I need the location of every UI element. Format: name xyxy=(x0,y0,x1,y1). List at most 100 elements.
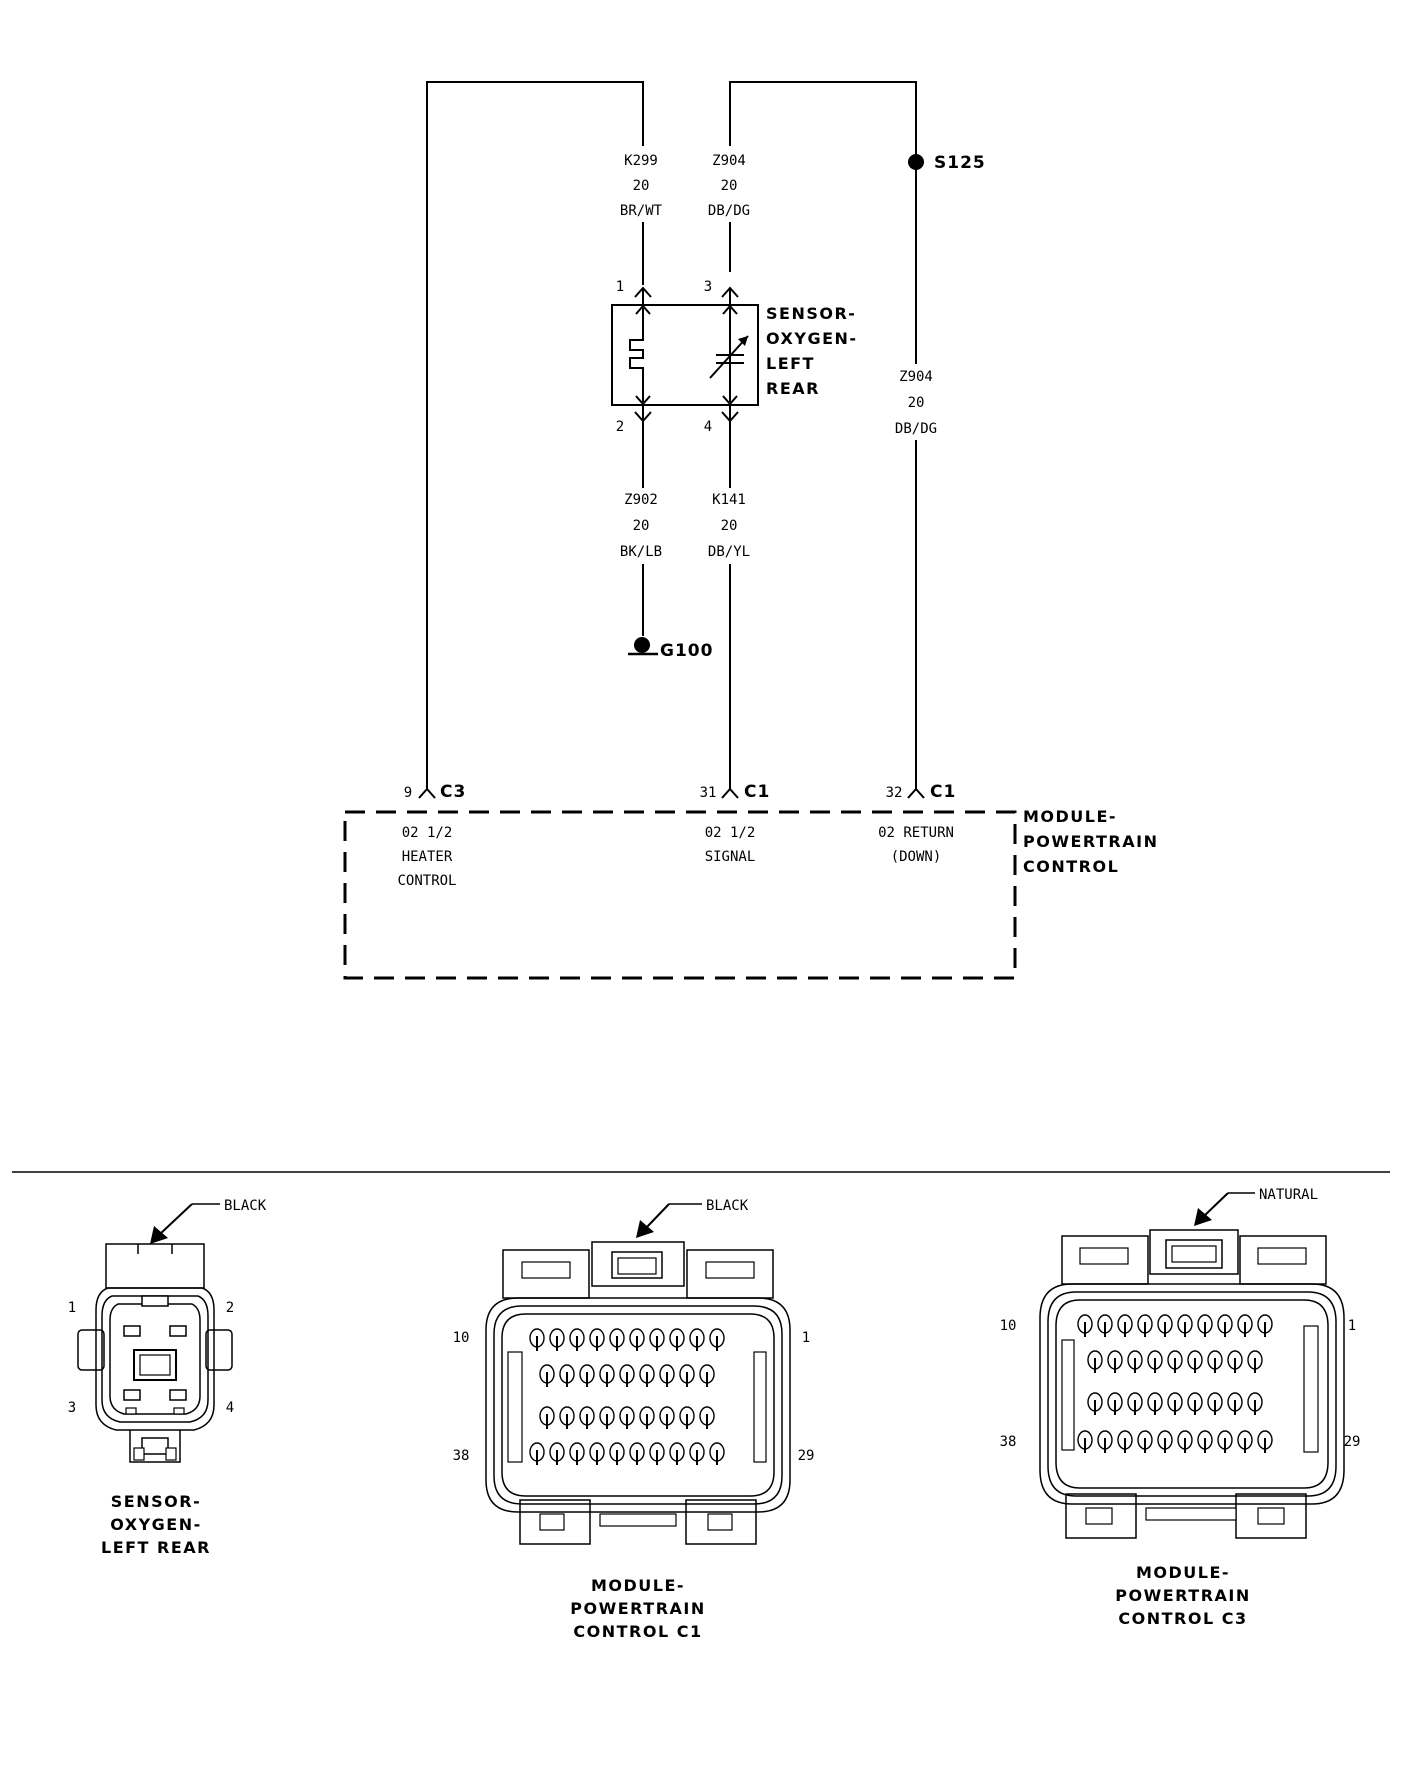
connector-view-pcm-c1: BLACK 10 1 38 29 MODULE- POWERTRAIN CONT… xyxy=(453,1198,815,1641)
terminal-cavity xyxy=(669,1328,685,1351)
wire-gauge: 20 xyxy=(721,518,738,534)
wire-gauge: 20 xyxy=(633,518,650,534)
terminal-cavity xyxy=(549,1442,565,1465)
terminal-cavity xyxy=(659,1364,675,1387)
wire-k299 xyxy=(426,81,644,790)
terminal-cavity xyxy=(1167,1392,1183,1415)
sensor-pin-2: 2 xyxy=(616,419,624,435)
sensor-pin-4: 4 xyxy=(704,419,712,435)
terminal-cavity xyxy=(599,1364,615,1387)
terminal-connector: C3 xyxy=(440,782,466,802)
terminal-cavity xyxy=(1257,1430,1273,1453)
terminal-cavity xyxy=(1177,1430,1193,1453)
terminal-pin: 9 xyxy=(404,785,412,801)
terminal-cavity xyxy=(1147,1350,1163,1373)
terminal-cavity xyxy=(709,1442,725,1465)
terminal-cavity xyxy=(1137,1430,1153,1453)
wire-label-z904-right: Z904 20 DB/DG xyxy=(895,369,937,437)
svg-text:HEATER: HEATER xyxy=(402,849,453,865)
terminal-cavity xyxy=(549,1328,565,1351)
terminal-connector: C1 xyxy=(930,782,956,802)
module-terminal-31: 31 C1 02 1/2 SIGNAL xyxy=(700,782,770,865)
terminal-pin: 31 xyxy=(700,785,717,801)
svg-text:10: 10 xyxy=(453,1330,470,1346)
svg-text:02 RETURN: 02 RETURN xyxy=(878,825,954,841)
terminal-cavity xyxy=(1207,1350,1223,1373)
svg-text:1: 1 xyxy=(802,1330,810,1346)
terminal-cavity xyxy=(1077,1314,1093,1337)
terminal-cavity xyxy=(659,1406,675,1429)
connector-color-label: BLACK xyxy=(224,1198,267,1214)
terminal-cavity xyxy=(709,1328,725,1351)
terminal-cavity xyxy=(1237,1430,1253,1453)
terminal-cavity xyxy=(1247,1392,1263,1415)
terminal-cavity xyxy=(1107,1392,1123,1415)
terminal-cavity xyxy=(1197,1430,1213,1453)
wire-label-k141: K141 20 DB/YL xyxy=(708,492,750,560)
module-terminals xyxy=(418,787,925,799)
svg-text:LEFT REAR: LEFT REAR xyxy=(101,1538,211,1557)
oxygen-sensor-symbol xyxy=(611,286,759,423)
pointer-arrow xyxy=(150,1226,168,1244)
terminal-cavity xyxy=(1187,1392,1203,1415)
svg-text:POWERTRAIN: POWERTRAIN xyxy=(570,1599,705,1618)
module-terminal-32: 32 C1 02 RETURN (DOWN) xyxy=(878,782,956,865)
terminal-cavity xyxy=(689,1442,705,1465)
svg-text:10: 10 xyxy=(1000,1318,1017,1334)
terminal-cavity xyxy=(1157,1314,1173,1337)
terminal-cavity xyxy=(1237,1314,1253,1337)
svg-text:POWERTRAIN: POWERTRAIN xyxy=(1115,1586,1250,1605)
terminal-cavity xyxy=(539,1364,555,1387)
svg-text:02 1/2: 02 1/2 xyxy=(705,825,756,841)
wire-code: K299 xyxy=(624,153,658,169)
terminal-cavity xyxy=(529,1442,545,1465)
svg-text:REAR: REAR xyxy=(766,379,820,398)
wire-color: DB/YL xyxy=(708,544,750,560)
wire-color: BK/LB xyxy=(620,544,662,560)
terminal-cavity xyxy=(1227,1392,1243,1415)
terminal-cavity xyxy=(589,1328,605,1351)
terminal-cavity xyxy=(589,1442,605,1465)
svg-text:MODULE-: MODULE- xyxy=(1023,807,1117,826)
terminal-cavity xyxy=(579,1406,595,1429)
svg-text:SIGNAL: SIGNAL xyxy=(705,849,756,865)
terminal-cavity xyxy=(1207,1392,1223,1415)
terminal-cavity xyxy=(1227,1350,1243,1373)
sensor-pin-3: 3 xyxy=(704,279,712,295)
connector-view-pcm-c3: NATURAL 10 1 38 29 MODULE- POWERTRAIN CO… xyxy=(1000,1187,1361,1628)
terminal-cavity xyxy=(529,1328,545,1351)
svg-text:29: 29 xyxy=(798,1448,815,1464)
terminal-cavity xyxy=(559,1406,575,1429)
wire-color: DB/DG xyxy=(708,203,750,219)
svg-text:38: 38 xyxy=(453,1448,470,1464)
connector-color-label: BLACK xyxy=(706,1198,749,1214)
wire-code: Z904 xyxy=(712,153,746,169)
pointer-arrow xyxy=(1194,1208,1212,1226)
terminal-cavity xyxy=(1147,1392,1163,1415)
svg-text:02 1/2: 02 1/2 xyxy=(402,825,453,841)
terminal-cavity xyxy=(669,1442,685,1465)
terminal-cavity xyxy=(1117,1314,1133,1337)
pointer-arrow xyxy=(636,1220,654,1238)
terminal-cavity xyxy=(569,1328,585,1351)
terminal-cavity xyxy=(619,1406,635,1429)
svg-text:4: 4 xyxy=(226,1400,234,1416)
svg-text:OXYGEN-: OXYGEN- xyxy=(110,1515,202,1534)
svg-text:38: 38 xyxy=(1000,1434,1017,1450)
svg-text:CONTROL C3: CONTROL C3 xyxy=(1118,1609,1247,1628)
terminal-cavity xyxy=(579,1364,595,1387)
terminal-cavity xyxy=(1217,1314,1233,1337)
terminal-cavity xyxy=(1107,1350,1123,1373)
module-terminal-9: 9 C3 02 1/2 HEATER CONTROL xyxy=(397,782,466,889)
terminal-cavity xyxy=(1117,1430,1133,1453)
svg-text:29: 29 xyxy=(1344,1434,1361,1450)
svg-text:MODULE-: MODULE- xyxy=(1136,1563,1230,1582)
wire-code: K141 xyxy=(712,492,746,508)
wire-color: BR/WT xyxy=(620,203,663,219)
terminal-cavity xyxy=(1197,1314,1213,1337)
connector-color-label: NATURAL xyxy=(1259,1187,1318,1203)
terminal-cavity xyxy=(639,1364,655,1387)
terminal-cavity xyxy=(699,1406,715,1429)
terminal-cavity xyxy=(1137,1314,1153,1337)
